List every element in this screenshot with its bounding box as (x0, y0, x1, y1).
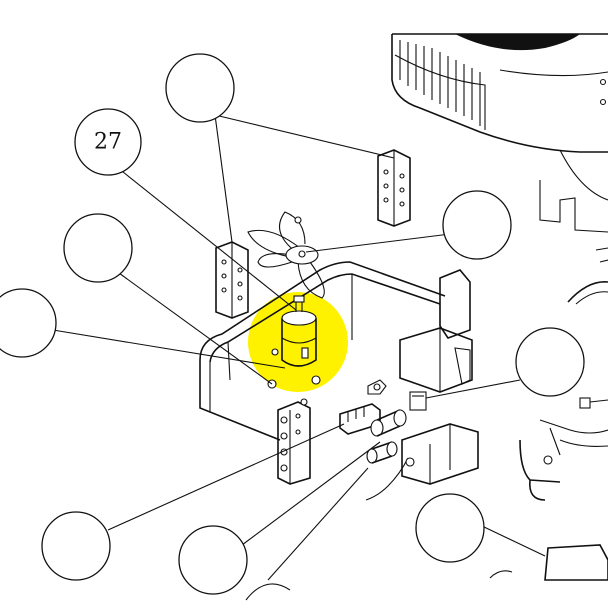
callout-c7 (41, 511, 111, 581)
fan-blade (247, 211, 325, 299)
callout-c3 (63, 213, 133, 283)
partial-callout-edge (245, 583, 291, 601)
right-fan-bracket (377, 149, 411, 227)
left-fan-bracket (215, 241, 249, 319)
small-parts (267, 375, 479, 501)
right-side-components (489, 247, 608, 581)
callout-c6 (515, 327, 585, 397)
callout-c1 (165, 53, 235, 123)
leader-lines (52, 114, 546, 581)
callout-c4 (0, 288, 57, 358)
callout-c9 (415, 493, 485, 563)
callout-label: 27 (94, 130, 122, 155)
unit-grille-housing (391, 33, 608, 233)
motor-highlight (248, 292, 348, 392)
end-plate (277, 401, 311, 485)
base-pan (199, 261, 473, 441)
callout-c2: 27 (74, 108, 142, 176)
callout-c5 (442, 190, 512, 260)
callout-c8 (178, 525, 248, 595)
fan-motor (271, 295, 317, 367)
